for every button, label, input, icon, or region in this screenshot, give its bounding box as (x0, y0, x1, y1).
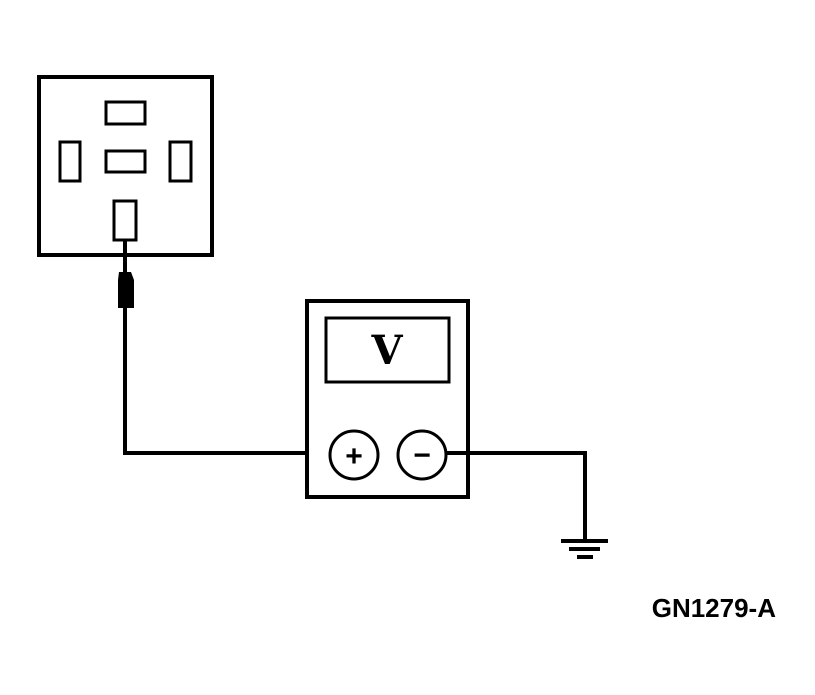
ground-icon (561, 539, 608, 559)
socket-terminal-left (58, 140, 82, 183)
socket-terminal-bottom (112, 199, 138, 242)
voltmeter: V + − (305, 299, 470, 499)
socket-terminal-right (168, 140, 193, 183)
voltmeter-display-symbol: V (370, 327, 403, 374)
negative-lead-wire (446, 451, 587, 541)
socket-terminal-center (104, 149, 147, 174)
positive-lead-wire (123, 308, 330, 455)
voltmeter-display (324, 316, 451, 384)
relay-socket (37, 75, 214, 257)
probe-tip-icon (118, 240, 134, 308)
positive-terminal (328, 429, 380, 481)
socket-terminal-top (104, 100, 147, 126)
figure-id: GN1279-A (652, 593, 776, 623)
positive-terminal-label: + (345, 440, 363, 473)
negative-terminal-label: − (413, 439, 431, 472)
